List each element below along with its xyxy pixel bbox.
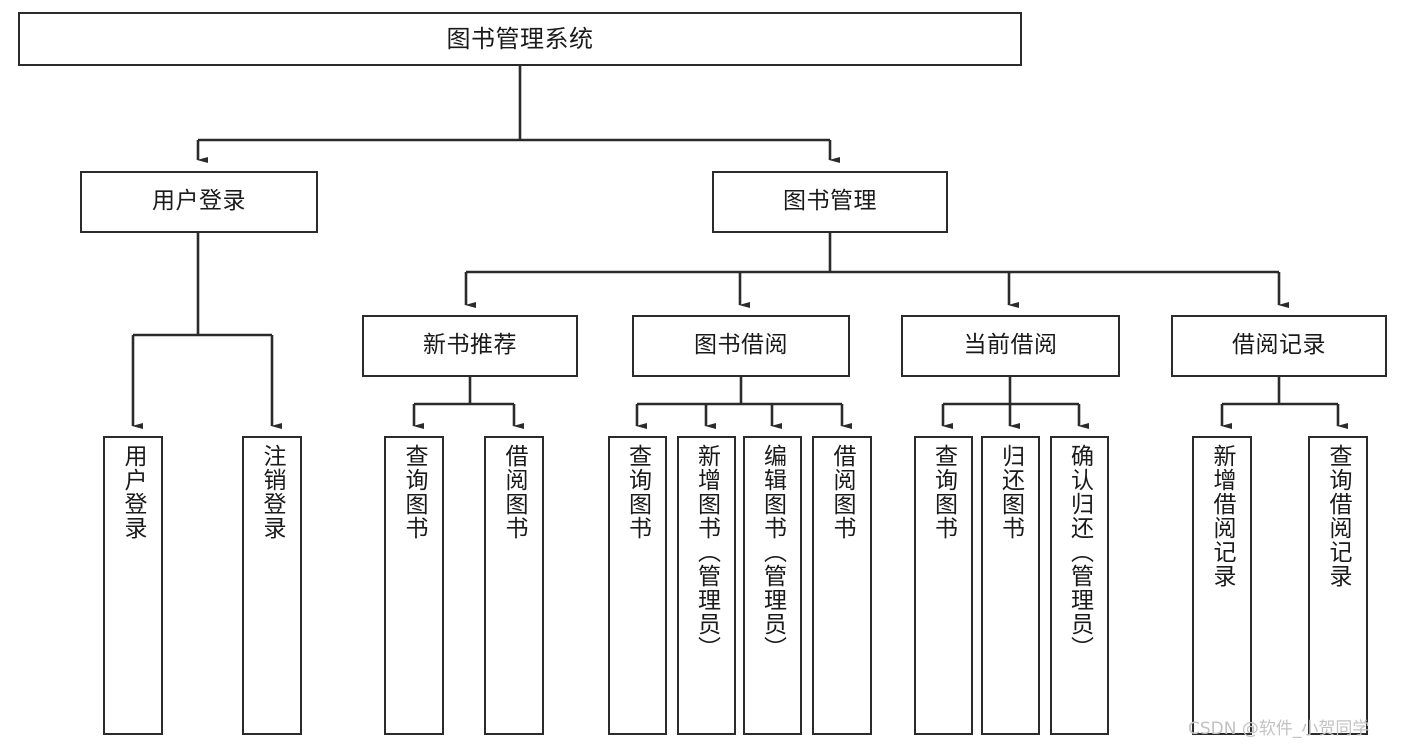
node-label: 确认归还（管理员）	[1066, 444, 1093, 660]
node-label: 借阅图书	[501, 444, 528, 540]
node-label: 查询图书	[624, 444, 651, 540]
node-label: 借阅记录	[1232, 332, 1326, 359]
node-current-borrow[interactable]: 当前借阅	[901, 315, 1120, 377]
node-label: 用户登录	[120, 444, 147, 540]
node-label: 查询图书	[930, 444, 957, 540]
node-label: 图书管理	[783, 188, 877, 215]
leaf-new-book-borrow[interactable]: 借阅图书	[484, 436, 544, 735]
node-book-borrow[interactable]: 图书借阅	[632, 315, 850, 377]
node-label: 新书推荐	[423, 332, 517, 359]
leaf-current-borrow-return[interactable]: 归还图书	[981, 436, 1040, 735]
node-borrow-record[interactable]: 借阅记录	[1171, 315, 1387, 377]
leaf-book-borrow-query[interactable]: 查询图书	[608, 436, 667, 735]
node-user-login[interactable]: 用户登录	[80, 171, 318, 233]
node-label: 新增图书（管理员）	[693, 444, 720, 660]
node-label: 查询借阅记录	[1325, 444, 1352, 588]
node-label: 编辑图书（管理员）	[759, 444, 786, 660]
node-label: 归还图书	[997, 444, 1024, 540]
node-label: 当前借阅	[963, 332, 1058, 359]
leaf-new-book-query[interactable]: 查询图书	[384, 436, 444, 735]
leaf-book-borrow-borrow[interactable]: 借阅图书	[812, 436, 872, 735]
node-label: 图书借阅	[694, 332, 788, 359]
node-label: 新增借阅记录	[1209, 444, 1236, 588]
leaf-user-login-login[interactable]: 用户登录	[103, 436, 163, 735]
node-label: 注销登录	[259, 444, 286, 540]
leaf-borrow-record-add[interactable]: 新增借阅记录	[1192, 436, 1252, 735]
leaf-current-borrow-query[interactable]: 查询图书	[914, 436, 973, 735]
node-label: 图书管理系统	[446, 24, 594, 53]
node-root-system[interactable]: 图书管理系统	[18, 12, 1022, 66]
leaf-current-borrow-confirm-return[interactable]: 确认归还（管理员）	[1050, 436, 1109, 735]
node-label: 用户登录	[152, 188, 246, 215]
leaf-borrow-record-query[interactable]: 查询借阅记录	[1308, 436, 1368, 735]
csdn-watermark: CSDN @软件_小贺同学	[1188, 719, 1370, 739]
leaf-user-login-logout[interactable]: 注销登录	[242, 436, 302, 735]
node-new-book-recommend[interactable]: 新书推荐	[362, 315, 578, 377]
leaf-book-borrow-add[interactable]: 新增图书（管理员）	[677, 436, 736, 735]
node-label: 查询图书	[401, 444, 428, 540]
node-book-management[interactable]: 图书管理	[712, 171, 948, 233]
node-label: 借阅图书	[829, 444, 856, 540]
leaf-book-borrow-edit[interactable]: 编辑图书（管理员）	[743, 436, 802, 735]
